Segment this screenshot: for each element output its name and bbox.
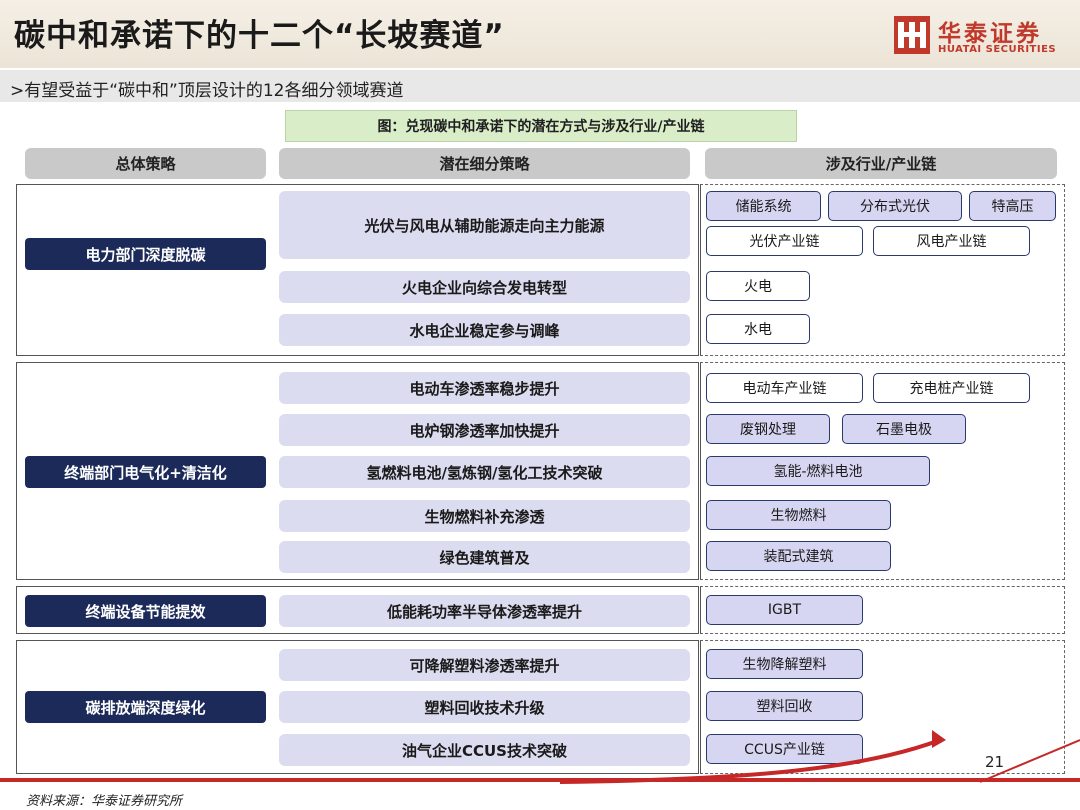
industry-tag: 石墨电极 [842, 414, 966, 444]
huatai-logo-icon [894, 16, 930, 54]
page-title: 碳中和承诺下的十二个“长坡赛道” [14, 18, 505, 54]
industry-tag: 生物降解塑料 [706, 649, 863, 679]
trend-arrow-icon [560, 730, 1080, 784]
column-header-substrategy: 潜在细分策略 [279, 148, 690, 179]
industry-box-device [700, 586, 1065, 634]
industry-tag: IGBT [706, 595, 863, 625]
strategy-emission-greening: 碳排放端深度绿化 [25, 691, 266, 723]
group-box-terminal [16, 362, 699, 580]
industry-tag: 电动车产业链 [706, 373, 863, 403]
industry-tag: 生物燃料 [706, 500, 891, 530]
brand-name-en: HUATAI SECURITIES [938, 44, 1057, 55]
industry-tag: 特高压 [969, 191, 1056, 221]
industry-tag: 塑料回收 [706, 691, 863, 721]
footer-divider [0, 778, 1080, 782]
industry-box-terminal [700, 362, 1065, 580]
substrategy-item: 电动车渗透率稳步提升 [279, 372, 690, 404]
industry-tag: 光伏产业链 [706, 226, 863, 256]
subtitle: >有望受益于“碳中和”顶层设计的12各细分领域赛道 [10, 81, 404, 101]
substrategy-item: 绿色建筑普及 [279, 541, 690, 573]
subtitle-bar [0, 70, 1080, 102]
industry-tag: 水电 [706, 314, 810, 344]
group-box-emission [16, 640, 699, 774]
industry-tag: 氢能-燃料电池 [706, 456, 930, 486]
substrategy-item: 油气企业CCUS技术突破 [279, 734, 690, 766]
industry-tag: 废钢处理 [706, 414, 830, 444]
brand-name: 华泰证券 [938, 21, 1042, 47]
column-header-strategy: 总体策略 [25, 148, 266, 179]
page-number: 21 [985, 753, 1005, 771]
column-header-industry: 涉及行业/产业链 [705, 148, 1057, 179]
industry-box-emission [700, 640, 1065, 774]
industry-tag: CCUS产业链 [706, 734, 863, 764]
industry-tag: 充电桩产业链 [873, 373, 1030, 403]
substrategy-item: 生物燃料补充渗透 [279, 500, 690, 532]
source-note: 资料来源：华泰证券研究所 [26, 794, 183, 809]
substrategy-item: 电炉钢渗透率加快提升 [279, 414, 690, 446]
industry-tag: 装配式建筑 [706, 541, 891, 571]
substrategy-item: 塑料回收技术升级 [279, 691, 690, 723]
substrategy-item: 氢燃料电池/氢炼钢/氢化工技术突破 [279, 456, 690, 488]
strategy-terminal-electrification: 终端部门电气化+清洁化 [25, 456, 266, 488]
strategy-power-decarbonization: 电力部门深度脱碳 [25, 238, 266, 270]
substrategy-item: 可降解塑料渗透率提升 [279, 649, 690, 681]
substrategy-item: 火电企业向综合发电转型 [279, 271, 690, 303]
strategy-device-efficiency: 终端设备节能提效 [25, 595, 266, 627]
group-box-power [16, 184, 699, 356]
substrategy-item: 光伏与风电从辅助能源走向主力能源 [279, 191, 690, 259]
industry-tag: 风电产业链 [873, 226, 1030, 256]
substrategy-item: 低能耗功率半导体渗透率提升 [279, 595, 690, 627]
industry-tag: 储能系统 [706, 191, 821, 221]
group-box-device [16, 586, 699, 634]
industry-box-power [700, 184, 1065, 356]
industry-tag: 火电 [706, 271, 810, 301]
industry-tag: 分布式光伏 [828, 191, 962, 221]
figure-caption: 图：兑现碳中和承诺下的潜在方式与涉及行业/产业链 [285, 110, 797, 142]
substrategy-item: 水电企业稳定参与调峰 [279, 314, 690, 346]
